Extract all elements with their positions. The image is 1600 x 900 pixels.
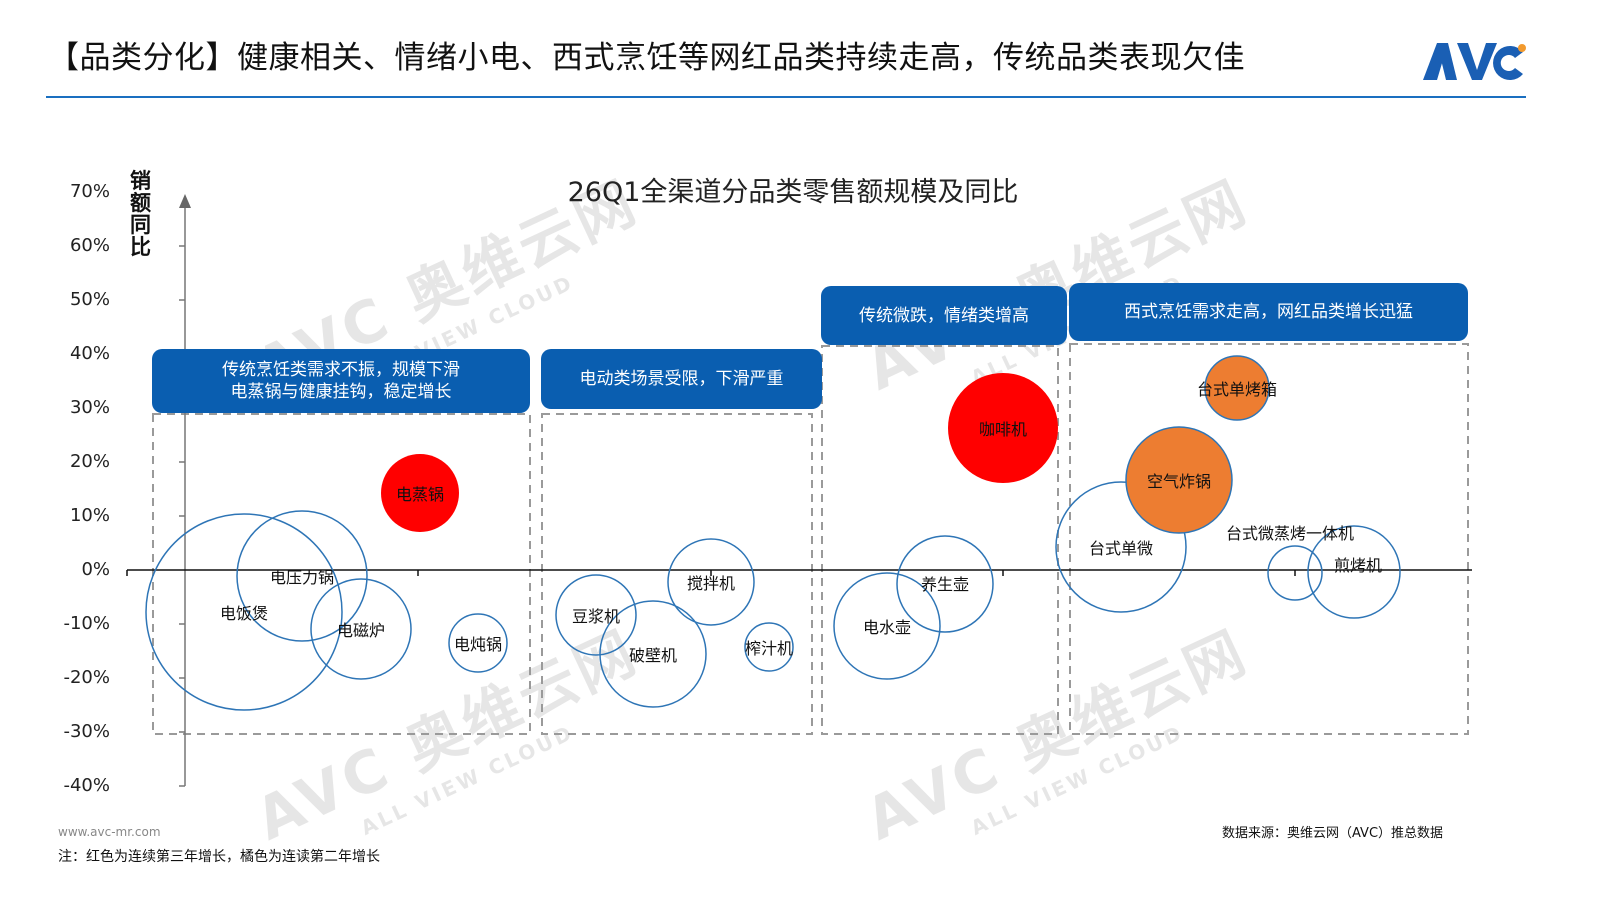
bubble-doujiangji — [555, 574, 637, 656]
bubble-label: 养生壶 — [920, 575, 970, 594]
bubble-label: 台式单烤箱 — [1196, 380, 1278, 399]
group-frame — [1069, 343, 1469, 735]
y-axis-label: 销额同比 — [130, 169, 151, 259]
y-tick-label: 10% — [69, 505, 110, 526]
bubble-label: 电水壶 — [862, 618, 912, 637]
bubble-label: 电磁炉 — [336, 621, 386, 640]
bubble-label: 台式微蒸烤一体机 — [1225, 524, 1355, 543]
bubble-weizhengkao — [1267, 545, 1323, 601]
footer-note: 注：红色为连续第三年增长，橘色为连读第二年增长 — [58, 849, 380, 865]
bubble-label: 咖啡机 — [978, 420, 1028, 439]
bubble-taishidankaoxiang — [1204, 355, 1270, 421]
bubble-label: 榨汁机 — [744, 639, 794, 658]
chart-title: 26Q1全渠道分品类零售额规模及同比 — [567, 177, 1019, 208]
y-tick-label: 20% — [69, 451, 110, 472]
bubble-label: 电蒸锅 — [395, 485, 445, 504]
y-tick-label: 60% — [69, 235, 110, 256]
bubble-jiaobanji — [667, 538, 755, 626]
bubble-yangshenghu — [896, 535, 994, 633]
y-tick-label: -20% — [63, 667, 110, 688]
bubble-kongqizhaguo — [1125, 426, 1233, 534]
bubble-label: 豆浆机 — [571, 607, 621, 626]
y-tick-label: 30% — [69, 397, 110, 418]
y-tick-label: 0% — [81, 559, 110, 580]
bubble-label: 台式单微 — [1088, 539, 1154, 558]
bubble-dianshuihu — [833, 572, 941, 680]
bubble-zhazhiji — [744, 622, 794, 672]
bubble-kafeiji — [948, 373, 1058, 483]
bubble-label: 破壁机 — [628, 646, 678, 665]
bubble-diandunguo — [448, 613, 508, 673]
bubble-dianyaliguo — [236, 510, 368, 642]
callout-kettles: 传统微跌，情绪类增高 — [821, 286, 1067, 345]
callout-motor-appliances: 电动类场景受限，下滑严重 — [541, 349, 822, 409]
group-frame — [152, 413, 531, 735]
bubble-label: 电炖锅 — [453, 635, 503, 654]
footer-url: www.avc-mr.com — [58, 825, 161, 839]
page-title: 【品类分化】健康相关、情绪小电、西式烹饪等网红品类持续走高，传统品类表现欠佳 — [48, 40, 1245, 76]
y-tick-label: -30% — [63, 721, 110, 742]
y-tick-label: -10% — [63, 613, 110, 634]
title-divider — [46, 96, 1526, 98]
data-source: 数据来源：奥维云网（AVC）推总数据 — [1222, 826, 1444, 841]
bubble-diancilu — [310, 578, 412, 680]
bubble-taishidanwei — [1055, 481, 1187, 613]
avc-logo-icon — [1423, 43, 1526, 80]
bubble-dianfanbao — [145, 513, 343, 711]
callout-traditional-cooking: 传统烹饪类需求不振，规模下滑 电蒸锅与健康挂钩，稳定增长 — [152, 349, 530, 413]
bubble-label: 电饭煲 — [219, 604, 269, 623]
group-frame — [821, 345, 1059, 735]
bubble-label: 空气炸锅 — [1146, 472, 1212, 491]
bubble-dianzhengguo — [381, 454, 459, 532]
bubble-pobiji — [599, 600, 707, 708]
bubble-label: 搅拌机 — [686, 574, 736, 593]
y-tick-label: -40% — [63, 775, 110, 796]
y-tick-label: 70% — [69, 181, 110, 202]
bubble-jiankaoji — [1307, 525, 1401, 619]
callout-western-cooking: 西式烹饪需求走高，网红品类增长迅猛 — [1069, 283, 1468, 341]
bubble-label: 煎烤机 — [1333, 556, 1383, 575]
y-tick-label: 50% — [69, 289, 110, 310]
group-frame — [541, 413, 813, 735]
y-tick-label: 40% — [69, 343, 110, 364]
bubble-label: 电压力锅 — [269, 568, 335, 587]
